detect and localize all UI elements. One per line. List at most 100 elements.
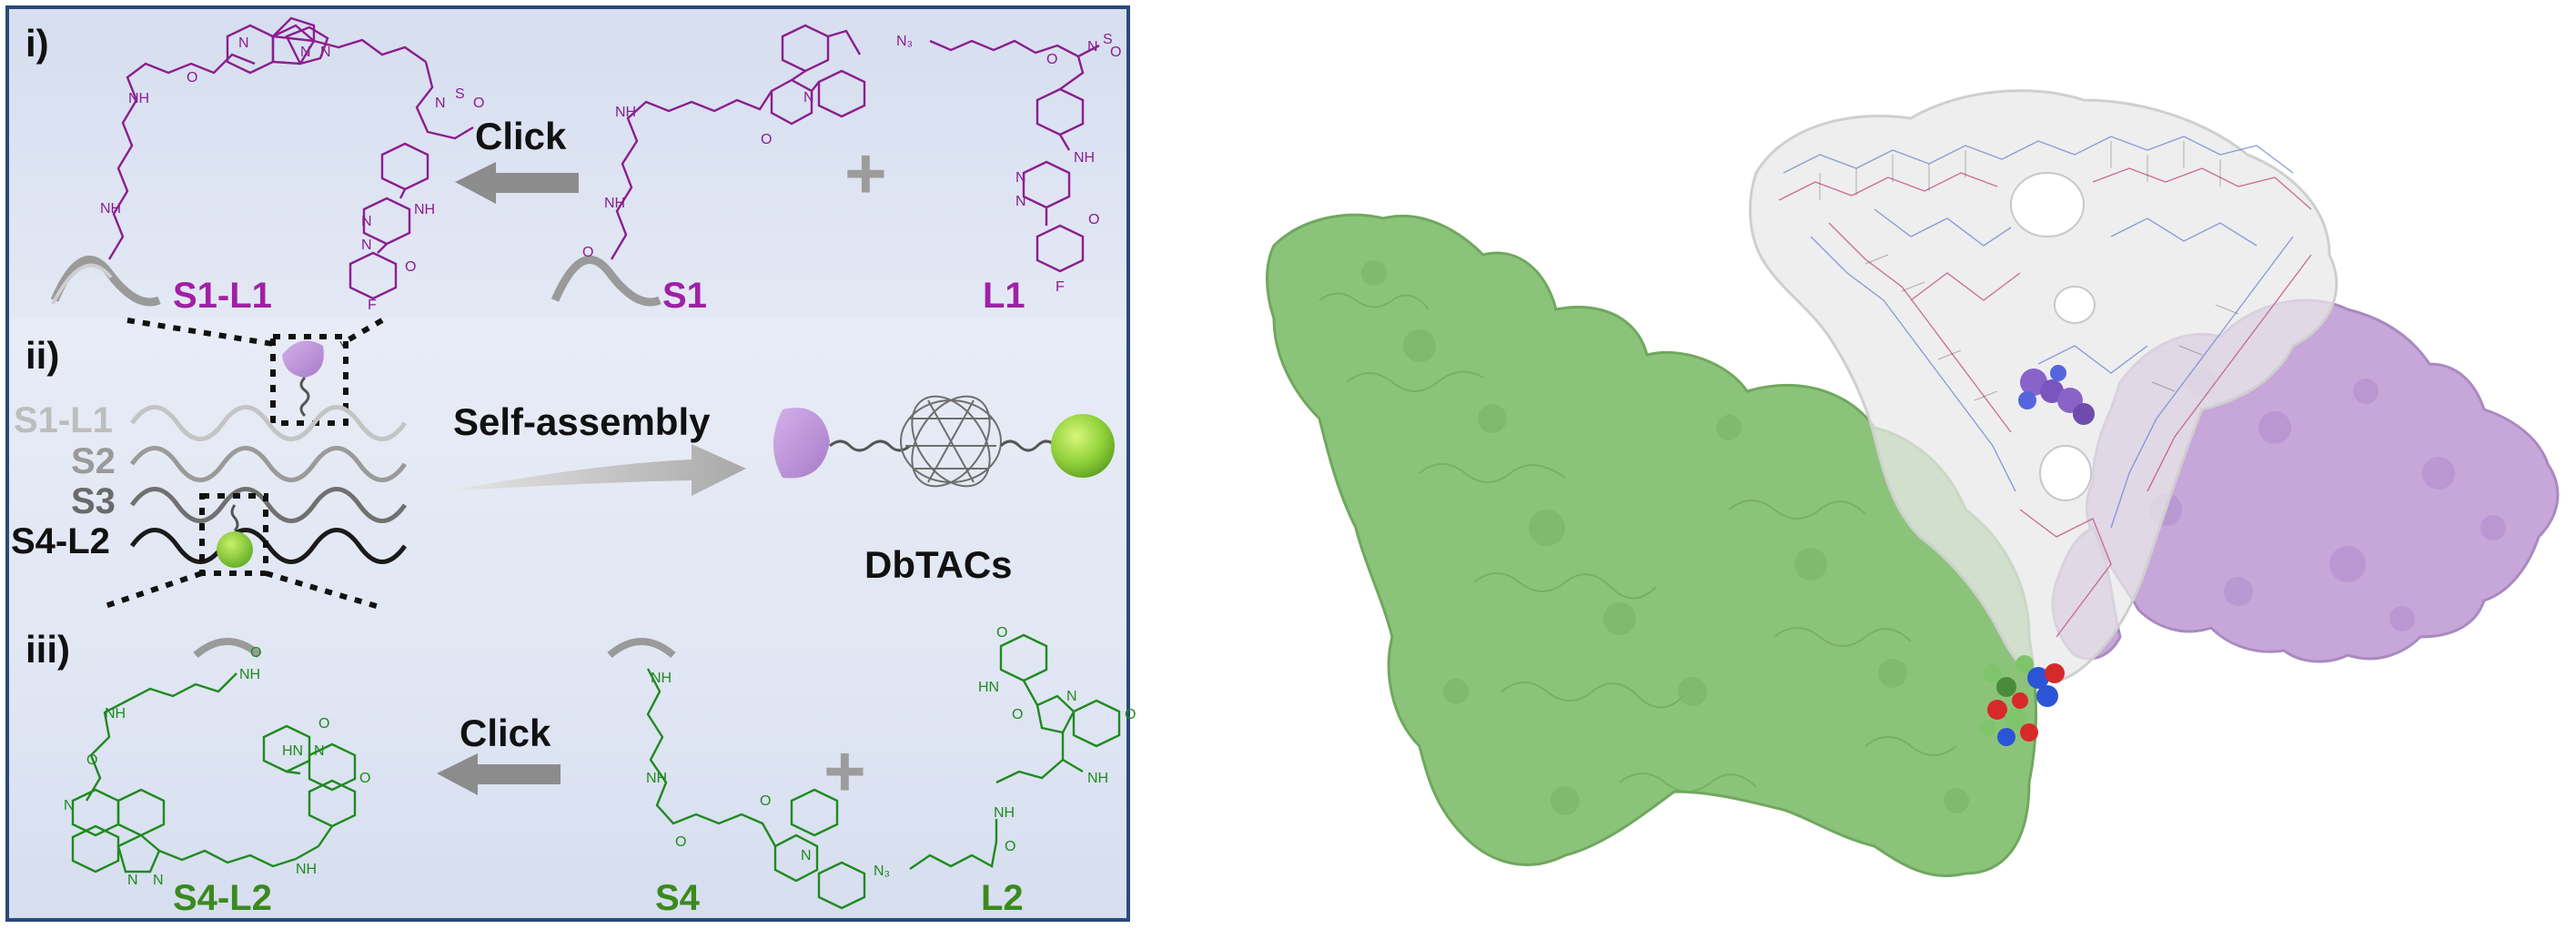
svg-text:O: O: [1005, 839, 1015, 854]
l1-structure: [929, 39, 1100, 273]
ligand-ball-small: [217, 531, 253, 568]
svg-text:O: O: [675, 834, 686, 850]
panel-iii-click-arrow: [437, 753, 561, 795]
svg-text:NH: NH: [105, 706, 126, 722]
strand-label-s4-l2: S4-L2: [11, 521, 110, 561]
svg-text:N: N: [238, 35, 249, 51]
panel-iii-plus: +: [823, 731, 866, 812]
panel-ii: ii) S1-L1 S2 S3 S4-L2 Self-assem: [11, 318, 1115, 611]
svg-text:N: N: [300, 45, 311, 60]
s1-label: S1: [662, 276, 707, 316]
s1-atoms: NH O N NH O: [582, 90, 814, 260]
svg-text:NH: NH: [651, 671, 672, 686]
svg-text:N: N: [1015, 194, 1026, 209]
svg-text:O: O: [1046, 52, 1057, 67]
svg-text:O: O: [582, 245, 593, 260]
callout-box-top: [270, 334, 349, 426]
svg-text:O: O: [1012, 707, 1023, 722]
callout-line-bottom-right: [265, 571, 383, 611]
svg-text:N₃: N₃: [874, 863, 890, 879]
dna-wireframe: [1778, 136, 2312, 638]
panel-i-label: i): [25, 22, 49, 65]
svg-text:N: N: [361, 214, 372, 229]
svg-text:O: O: [1125, 707, 1136, 722]
strand-wave-s3: [129, 487, 408, 523]
l2-structure: [909, 633, 1121, 870]
s4-l2-label: S4-L2: [173, 878, 272, 918]
s1-structure: [551, 24, 866, 307]
panel-iii: iii) NH O NH O N N: [25, 625, 1136, 918]
strand-label-s2: S2: [71, 441, 116, 481]
self-assembly-label: Self-assembly: [453, 400, 711, 443]
svg-text:F: F: [1056, 279, 1065, 295]
svg-text:N₃: N₃: [896, 34, 913, 49]
molecular-model: [1266, 89, 2560, 878]
svg-text:O: O: [1110, 45, 1121, 60]
s1-l1-atoms: NH O N N N NH N S O NH N N O F: [100, 35, 484, 313]
panel-i: i) NH: [25, 16, 1121, 316]
panel-iii-click-label: Click: [460, 712, 551, 754]
svg-text:NH: NH: [994, 805, 1015, 821]
s1-l1-label: S1-L1: [173, 276, 272, 316]
svg-text:F: F: [368, 298, 377, 313]
strand-wave-s1-l1: [129, 405, 408, 441]
svg-text:N: N: [803, 90, 814, 106]
svg-text:NH: NH: [604, 196, 625, 211]
svg-text:NH: NH: [239, 667, 260, 682]
svg-text:HN: HN: [978, 680, 999, 695]
svg-text:O: O: [405, 259, 416, 275]
svg-text:NH: NH: [615, 105, 636, 120]
svg-text:N: N: [320, 45, 331, 60]
svg-text:N: N: [64, 798, 75, 813]
svg-text:S: S: [455, 86, 465, 102]
green-protein-surface: [1266, 213, 2037, 878]
l2-label: L2: [981, 878, 1024, 918]
panel-iii-label: iii): [25, 628, 70, 671]
svg-text:O: O: [250, 645, 261, 661]
svg-text:N: N: [1066, 689, 1077, 704]
svg-text:O: O: [760, 793, 771, 809]
panel-i-click-arrow: [455, 162, 579, 204]
l1-label: L1: [983, 276, 1025, 316]
svg-text:O: O: [996, 625, 1007, 641]
svg-text:O: O: [359, 771, 370, 786]
s4-structure: [607, 638, 866, 910]
svg-text:S: S: [1103, 32, 1113, 47]
svg-text:NH: NH: [128, 91, 149, 106]
self-assembly-arrow: [446, 444, 746, 496]
svg-text:N: N: [1015, 170, 1026, 186]
svg-text:O: O: [761, 132, 772, 147]
svg-text:NH: NH: [296, 862, 317, 877]
svg-text:N: N: [361, 237, 372, 253]
strand-label-s1-l1: S1-L1: [14, 400, 113, 440]
svg-text:NH: NH: [1074, 150, 1095, 166]
svg-text:N: N: [435, 96, 446, 111]
svg-text:N: N: [1087, 39, 1098, 55]
panel-i-click-label: Click: [475, 115, 567, 157]
svg-text:N: N: [127, 873, 138, 888]
panel-i-plus: +: [844, 133, 887, 214]
s4-label: S4: [655, 878, 701, 918]
callout-box-bottom: [199, 493, 268, 576]
dbtacs-label: DbTACs: [864, 543, 1013, 586]
svg-text:N: N: [801, 848, 812, 863]
svg-text:NH: NH: [414, 202, 435, 217]
l1-atoms: N₃ O N S O NH N N O F: [896, 32, 1121, 295]
s1-l1-structure: [50, 16, 474, 307]
svg-text:O: O: [473, 96, 484, 111]
callout-line-bottom-left: [99, 571, 203, 611]
svg-text:NH: NH: [1087, 771, 1108, 786]
svg-text:O: O: [318, 716, 329, 732]
ligand-purple-spacefill: [2018, 365, 2095, 425]
svg-text:O: O: [1088, 212, 1099, 227]
svg-text:NH: NH: [646, 771, 667, 786]
s4-l2-structure: [71, 638, 357, 873]
strand-label-s3: S3: [71, 481, 116, 521]
svg-text:N: N: [153, 873, 164, 888]
svg-text:N: N: [314, 743, 325, 759]
svg-text:O: O: [187, 70, 197, 86]
svg-text:NH: NH: [100, 201, 121, 217]
s4-l2-atoms: NH O NH O N N N HN N NH O O: [64, 645, 370, 888]
l2-atoms: O HN O N O NH NH O N₃: [874, 625, 1136, 879]
